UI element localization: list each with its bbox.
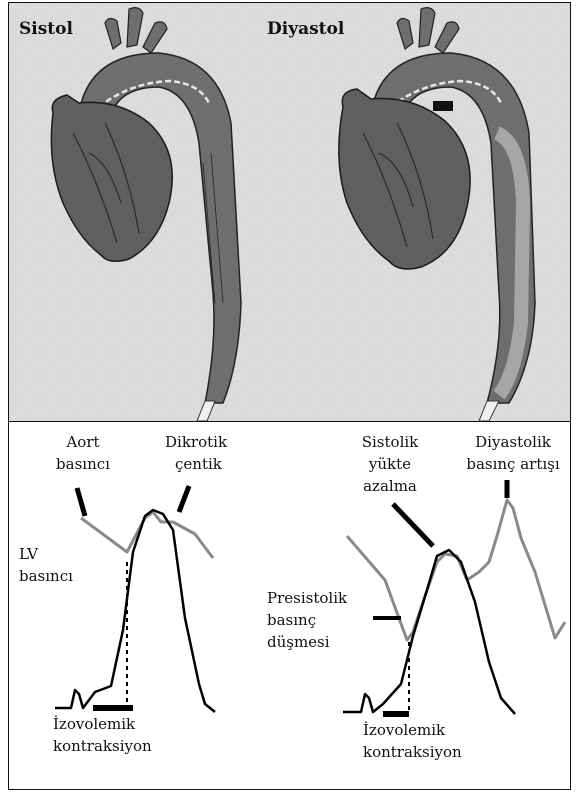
aort-pointer [77, 488, 85, 516]
sistolik-label-line1: Sistolik [345, 432, 435, 452]
diyastolik-label-line1: Diyastolik [457, 432, 569, 452]
diastole-title: Diyastol [267, 19, 344, 39]
dikrotik-pointer [179, 486, 189, 512]
sistolik-label-line3: azalma [345, 476, 435, 496]
presistolik-label-line2: basınç [267, 610, 316, 630]
aort-label-line1: Aort [53, 432, 113, 452]
dikrotik-label-line2: çentik [175, 454, 222, 474]
left-aortic-pressure-curve [81, 512, 213, 558]
sistolik-pointer [393, 504, 433, 546]
pressure-graphs-panel: Aort basıncı Dikrotik çentik LV basıncı … [8, 422, 571, 790]
lv-label-line1: LV [19, 544, 38, 564]
presistolik-label-line1: Presistolik [267, 588, 347, 608]
diyastolik-label-line2: basınç artışı [457, 454, 569, 474]
lv-label-line2: basıncı [19, 566, 73, 586]
dikrotik-label-line1: Dikrotik [165, 432, 227, 452]
sistolik-label-line2: yükte [345, 454, 435, 474]
left-lv-pressure-curve [55, 510, 215, 712]
heart-illustration-panel: Sistol Diyastol [8, 2, 571, 422]
left-izo-label-line1: İzovolemik [53, 714, 135, 734]
systole-title: Sistol [19, 19, 73, 39]
aort-label-line2: basıncı [43, 454, 123, 474]
presistolik-label-line3: düşmesi [267, 632, 330, 652]
left-izo-label-line2: kontraksiyon [53, 736, 152, 756]
diastole-pressure-graph [343, 480, 565, 714]
systole-pressure-graph [55, 486, 215, 712]
heart-illustrations [9, 3, 571, 422]
right-izo-label-line2: kontraksiyon [363, 742, 462, 762]
right-izo-label-line1: İzovolemik [363, 720, 445, 740]
right-lv-pressure-curve [343, 550, 515, 714]
